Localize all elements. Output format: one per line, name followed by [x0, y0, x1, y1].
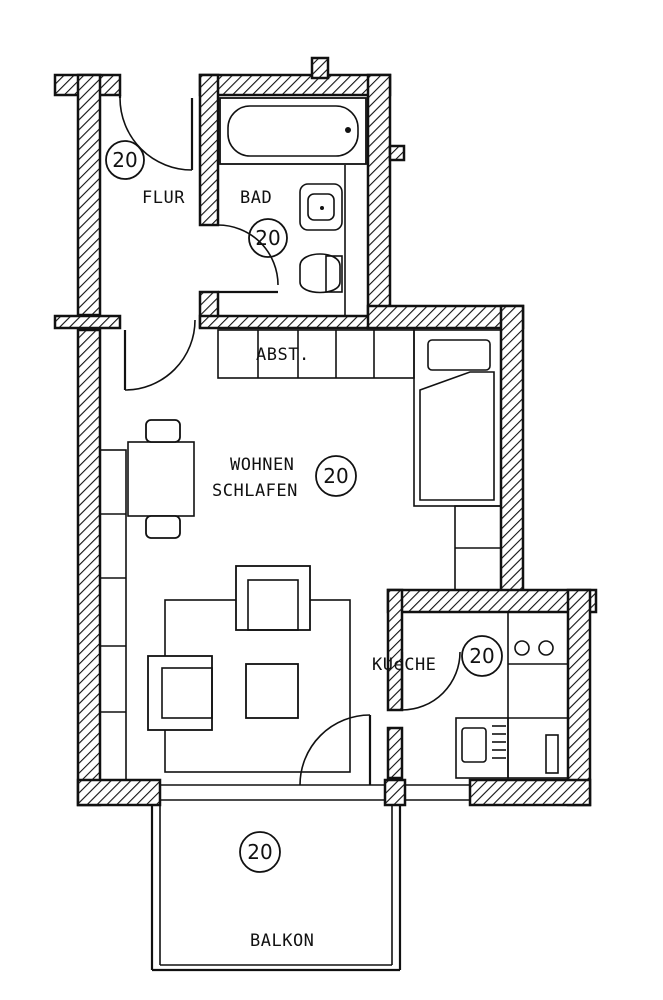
kueche-label: KUeCHE: [372, 655, 436, 675]
kitchen-fixtures: [455, 611, 569, 779]
flur-label: FLUR: [142, 188, 185, 208]
balkon-number-circle: [239, 831, 281, 873]
balkon-number: 20: [247, 840, 272, 864]
bathroom-fixtures: [219, 97, 367, 316]
schlafen-label: SCHLAFEN: [212, 481, 298, 501]
flur-number: 20: [112, 148, 137, 172]
kueche-number-circle: [461, 635, 503, 677]
room-labels: 20 FLUR BAD 20 ABST. WOHNEN SCHLAFEN 20 …: [105, 140, 503, 951]
wohnen-label: WOHNEN: [230, 455, 294, 475]
abst-label: ABST.: [256, 345, 310, 365]
wohnen-number: 20: [323, 464, 348, 488]
dining-table: [127, 419, 195, 539]
bed: [413, 329, 502, 591]
balkon-label: BALKON: [250, 931, 314, 951]
balcony: [150, 805, 402, 972]
wohnen-number-circle: [315, 455, 357, 497]
openings: [160, 612, 591, 801]
doors: [118, 95, 461, 786]
bad-label: BAD: [240, 188, 272, 208]
walls: [53, 56, 598, 807]
left-cabinets: [99, 449, 127, 781]
flur-number-circle: [105, 140, 145, 180]
bad-number-circle: [248, 218, 288, 258]
bad-number: 20: [255, 226, 280, 250]
storage-cabinets: [217, 329, 415, 379]
lounge: [147, 565, 351, 773]
kueche-number: 20: [469, 644, 494, 668]
